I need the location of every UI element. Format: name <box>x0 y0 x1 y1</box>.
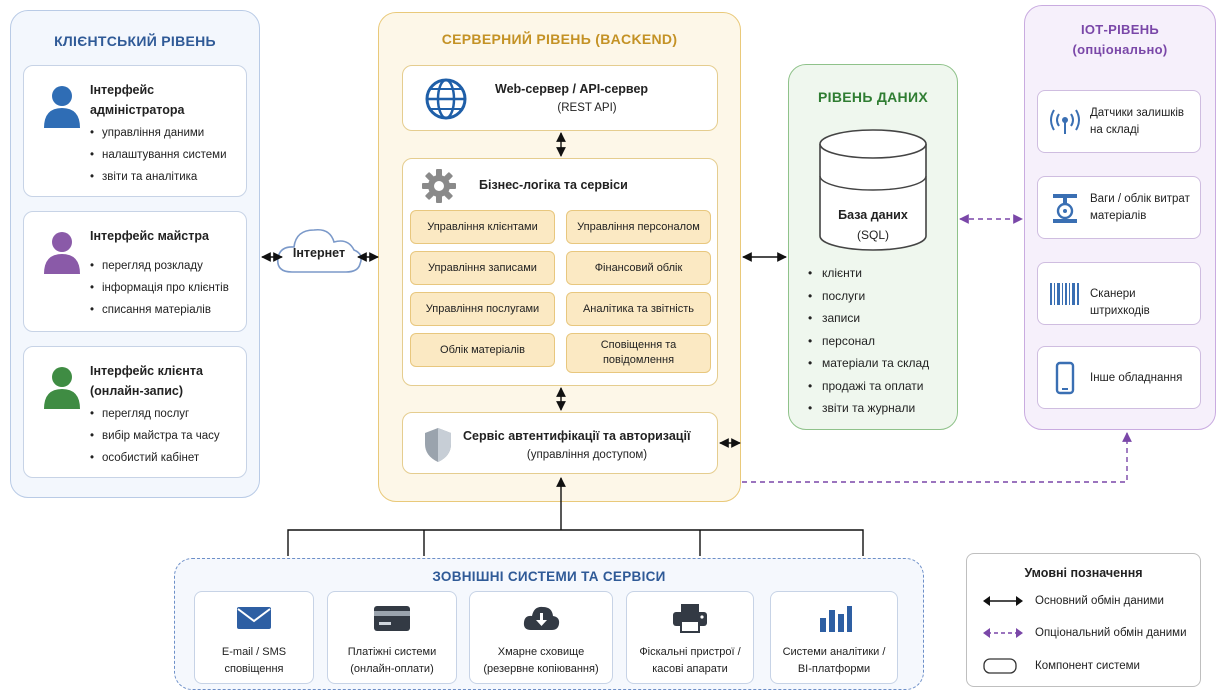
external-analytics: Системи аналітики / BI-платформи <box>770 591 898 684</box>
iot-subtitle: (опціонально) <box>1072 42 1168 57</box>
arrow-server-iot <box>742 432 1132 483</box>
gear-icon <box>422 169 456 203</box>
auth-service-subtitle: (управління доступом) <box>526 449 648 461</box>
iot-device-label: Сканери штрихкодів <box>1090 288 1150 317</box>
list-item: інформація про клієнтів <box>90 277 229 299</box>
external-label: E-mail / SMS сповіщення <box>221 646 287 675</box>
web-server-box: Web-сервер / API-сервер (REST API) <box>402 65 718 131</box>
web-server-title: Web-сервер / API-сервер <box>495 82 649 96</box>
admin-interface-list: управління даними налаштування системи з… <box>90 122 227 188</box>
barcode-icon <box>1050 283 1079 305</box>
iot-device-label: Інше обладнання <box>1090 372 1183 384</box>
internet-label: Інтернет <box>292 246 346 260</box>
database-icon <box>819 129 927 251</box>
legend-title: Умовні позначення <box>1024 566 1143 580</box>
list-item: послуги <box>808 285 929 308</box>
list-item: налаштування системи <box>90 144 227 166</box>
data-entities-list: клієнти послуги записи персонал матеріал… <box>808 262 929 420</box>
external-label: Платіжні системи (онлайн-оплати) <box>347 646 437 675</box>
database-subtitle: (SQL) <box>856 228 889 242</box>
iot-device-sensors: Датчики залишків на складі <box>1037 90 1201 153</box>
iot-device-barcode: Сканери штрихкодів <box>1037 262 1201 325</box>
list-item: персонал <box>808 330 929 353</box>
component-shape-icon <box>983 658 1017 674</box>
external-label: Системи аналітики / BI-платформи <box>782 646 886 675</box>
list-item: звіти та аналітика <box>90 166 227 188</box>
master-interface-card: Інтерфейс майстра перегляд розкладу інфо… <box>23 211 247 332</box>
legend-main-exchange: Основний обмін даними <box>1035 595 1164 607</box>
list-item: матеріали та склад <box>808 352 929 375</box>
list-item: особистий кабінет <box>90 447 220 469</box>
admin-interface-card: Інтерфейс адміністратора управління дани… <box>23 65 247 197</box>
user-icon <box>44 86 80 128</box>
business-logic-title: Бізнес-логіка та сервіси <box>479 178 628 192</box>
iot-tier-title: ІОТ-РІВЕНЬ (опціонально) <box>1025 20 1215 60</box>
external-cloud-storage: Хмарне сховище (резервне копіювання) <box>469 591 613 684</box>
list-item: перегляд послуг <box>90 403 220 425</box>
legend: Умовні позначення Основний обмін даними … <box>966 553 1201 687</box>
data-tier-title: РІВЕНЬ ДАНИХ <box>818 89 928 105</box>
user-icon <box>44 232 80 274</box>
scale-icon <box>1053 194 1077 223</box>
list-item: перегляд розкладу <box>90 255 229 277</box>
list-item: списання матеріалів <box>90 299 229 321</box>
dashed-arrow-icon <box>983 628 1023 638</box>
sensor-icon <box>1050 109 1080 134</box>
service-appointments: Управління записами <box>410 251 555 285</box>
bar-chart-icon <box>820 606 852 632</box>
iot-title: ІОТ-РІВЕНЬ <box>1080 22 1160 37</box>
external-tier-title: ЗОВНІШНІ СИСТЕМИ ТА СЕРВІСИ <box>432 569 666 584</box>
client-interface-title: Інтерфейс клієнта (онлайн-запис) <box>90 364 203 398</box>
list-item: звіти та журнали <box>808 397 929 420</box>
admin-interface-title: Інтерфейс адміністратора <box>90 83 185 117</box>
service-staff: Управління персоналом <box>566 210 711 244</box>
server-tier-title: СЕРВЕРНИЙ РІВЕНЬ (BACKEND) <box>441 31 678 47</box>
client-interface-list: перегляд послуг вибір майстра та часу ос… <box>90 403 220 469</box>
auth-service-box: Сервіс автентифікації та авторизації (уп… <box>402 412 718 474</box>
client-tier-title: КЛІЄНТСЬКИЙ РІВЕНЬ <box>54 33 216 49</box>
list-item: продажі та оплати <box>808 375 929 398</box>
list-item: вибір майстра та часу <box>90 425 220 447</box>
mail-icon <box>237 607 271 629</box>
shield-icon <box>425 428 451 462</box>
list-item: клієнти <box>808 262 929 285</box>
list-item: записи <box>808 307 929 330</box>
external-fiscal: Фіскальні пристрої / касові апарати <box>626 591 754 684</box>
service-finance: Фінансовий облік <box>566 251 711 285</box>
service-services: Управління послугами <box>410 292 555 326</box>
service-analytics: Аналітика та звітність <box>566 292 711 326</box>
service-clients: Управління клієнтами <box>410 210 555 244</box>
card-icon <box>374 606 410 631</box>
globe-icon <box>425 78 467 120</box>
cloud-download-icon <box>523 606 560 630</box>
external-bus <box>287 529 864 556</box>
service-materials: Облік матеріалів <box>410 333 555 367</box>
iot-device-scales: Ваги / облік витрат матеріалів <box>1037 176 1201 239</box>
external-email-sms: E-mail / SMS сповіщення <box>194 591 314 684</box>
external-label: Фіскальні пристрої / касові апарати <box>639 646 741 675</box>
legend-optional-exchange: Опціональний обмін даними <box>1035 627 1187 639</box>
list-item: управління даними <box>90 122 227 144</box>
solid-arrow-icon <box>983 596 1023 606</box>
service-notifications: Сповіщення та повідомлення <box>566 333 711 373</box>
user-icon <box>44 367 80 409</box>
iot-device-label: Датчики залишків на складі <box>1090 107 1184 136</box>
printer-icon <box>673 604 707 633</box>
iot-device-other: Інше обладнання <box>1037 346 1201 409</box>
client-interface-card: Інтерфейс клієнта (онлайн-запис) перегля… <box>23 346 247 478</box>
master-interface-list: перегляд розкладу інформація про клієнті… <box>90 255 229 321</box>
legend-component: Компонент системи <box>1035 660 1140 672</box>
auth-service-title: Сервіс автентифікації та авторизації <box>463 429 691 443</box>
phone-icon <box>1055 361 1075 395</box>
master-interface-title: Інтерфейс майстра <box>90 229 209 243</box>
external-payments: Платіжні системи (онлайн-оплати) <box>327 591 457 684</box>
database-title: База даних <box>838 208 908 222</box>
iot-device-label: Ваги / облік витрат матеріалів <box>1090 193 1190 222</box>
external-label: Хмарне сховище (резервне копіювання) <box>483 646 599 675</box>
web-server-subtitle: (REST API) <box>557 102 617 114</box>
